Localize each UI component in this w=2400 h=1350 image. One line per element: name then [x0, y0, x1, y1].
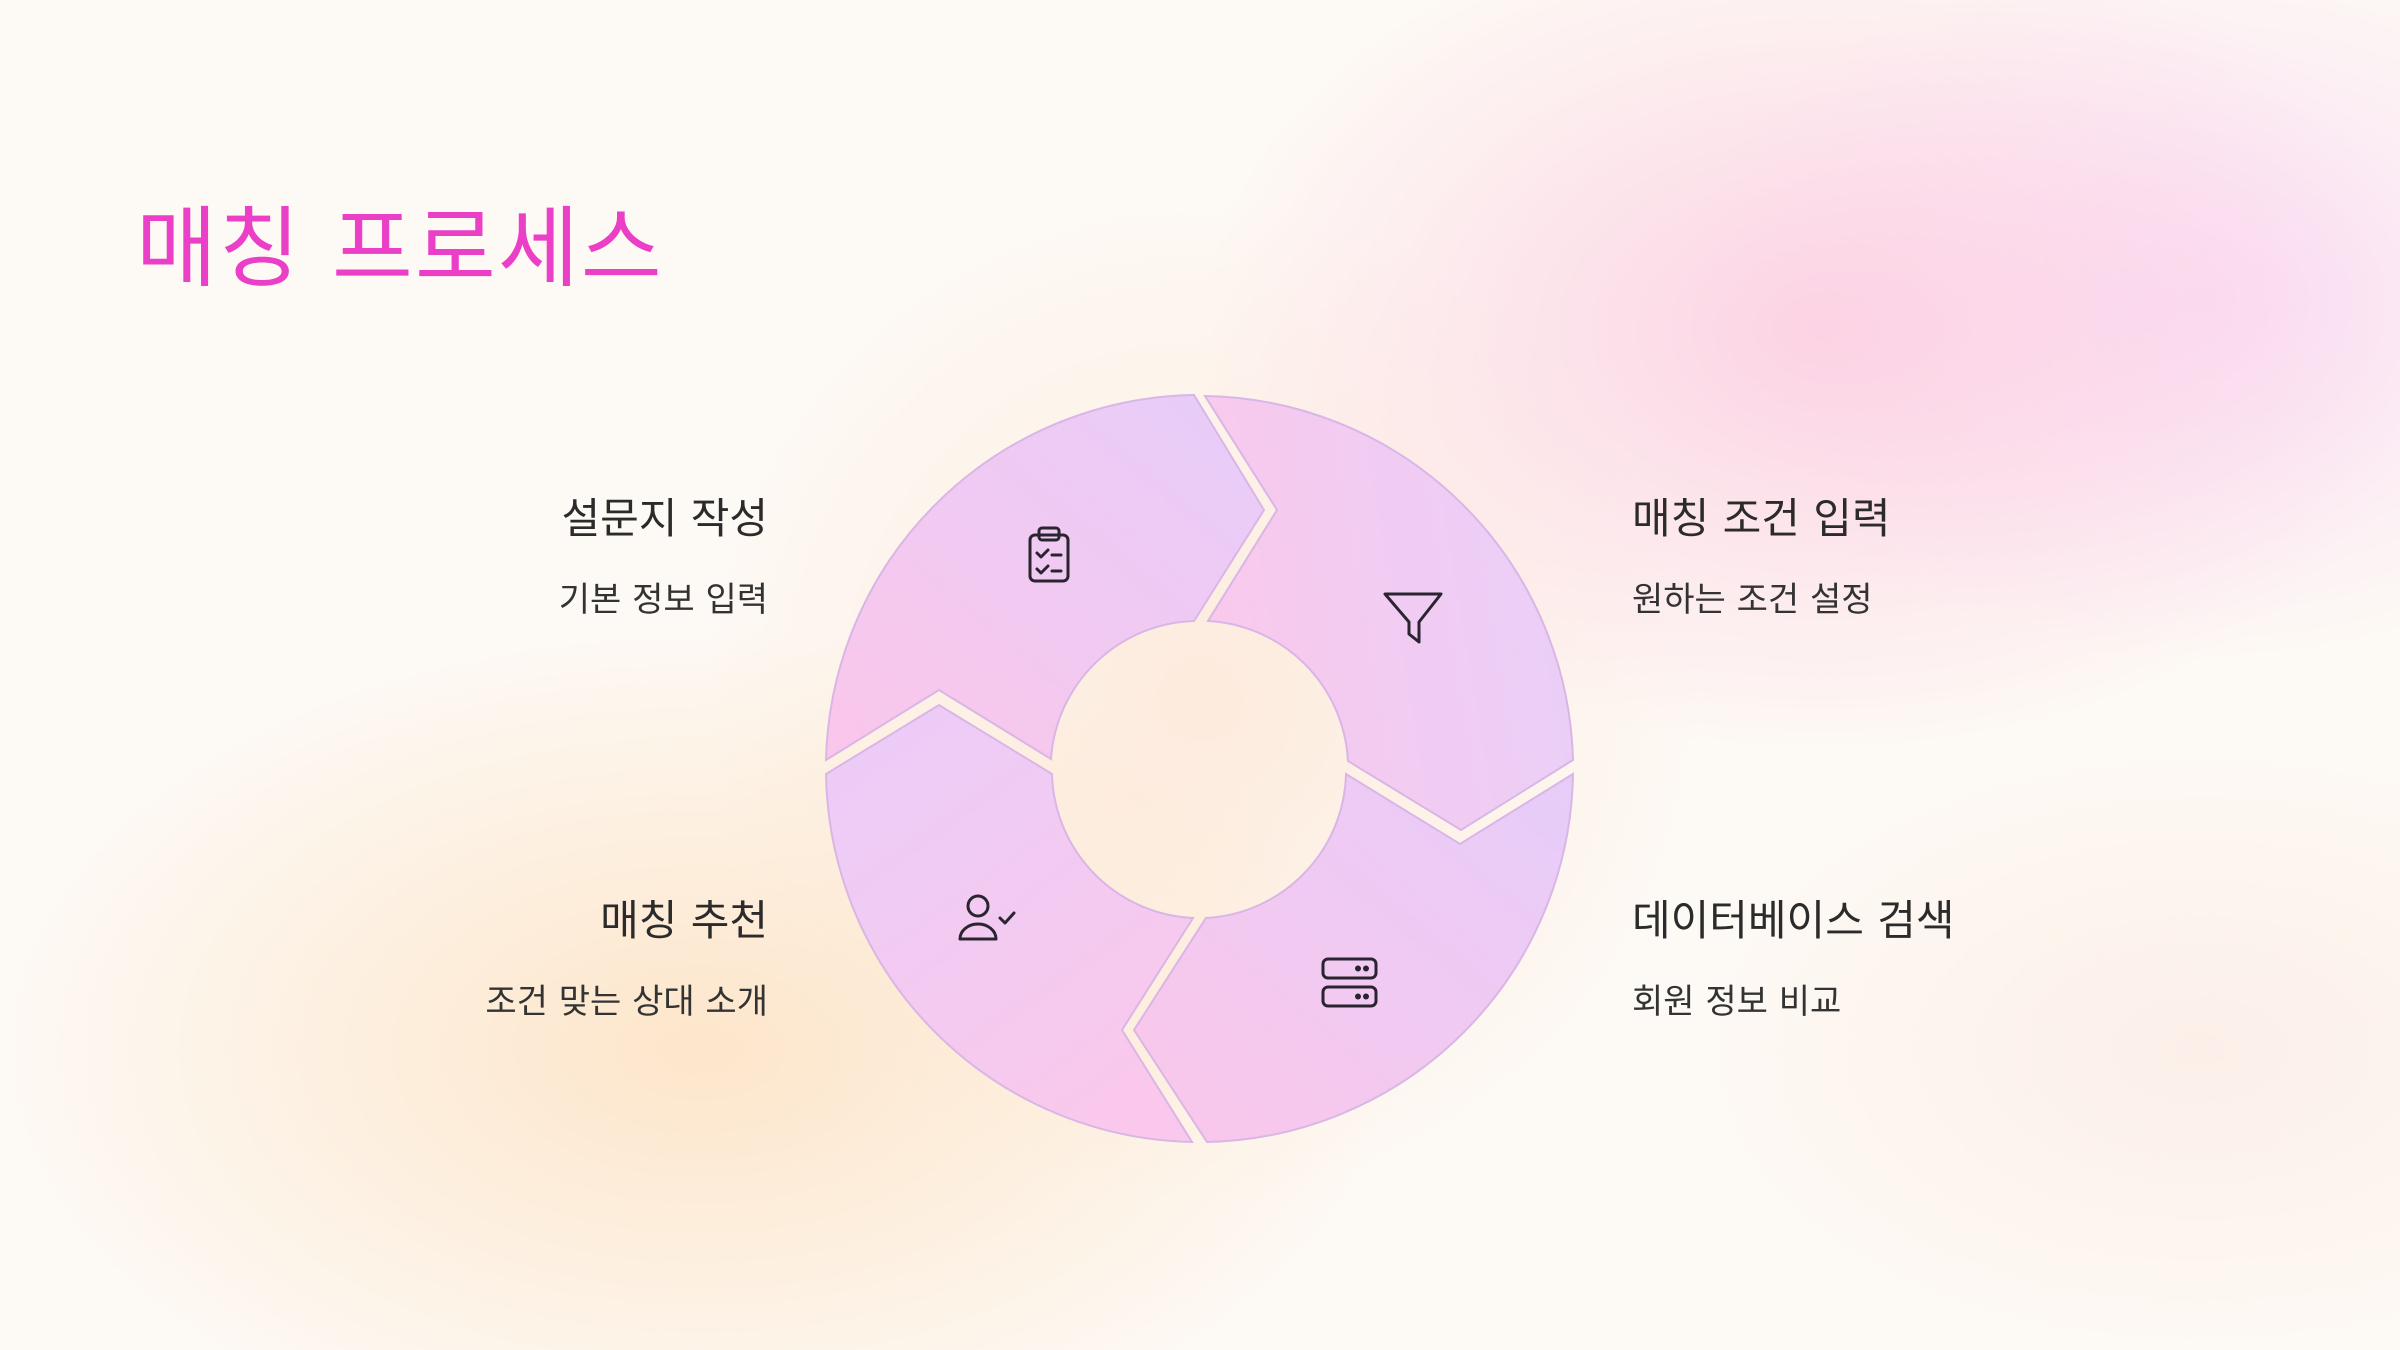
- step-description: 기본 정보 입력: [558, 580, 768, 621]
- step-heading: 데이터베이스 검색: [1632, 896, 1955, 945]
- step-recommendation: 매칭 추천 조건 맞는 상대 소개: [348, 896, 768, 1023]
- user-check-icon: [958, 894, 1016, 941]
- step-heading: 설문지 작성: [561, 494, 768, 543]
- clipboard-check-icon: [1028, 526, 1070, 583]
- server-database-icon: [1321, 957, 1378, 1008]
- step-description: 원하는 조건 설정: [1632, 580, 1873, 621]
- step-survey: 설문지 작성 기본 정보 입력: [348, 494, 768, 621]
- step-description: 조건 맞는 상대 소개: [485, 982, 768, 1023]
- step-heading: 매칭 조건 입력: [1632, 494, 1891, 543]
- step-description: 회원 정보 비교: [1632, 982, 1842, 1023]
- step-database: 데이터베이스 검색 회원 정보 비교: [1632, 896, 2052, 1023]
- cycle-segment-survey: [824, 393, 1266, 762]
- cycle-segment-conditions: [1203, 394, 1575, 832]
- cycle-segment-recommendation: [824, 703, 1195, 1144]
- step-conditions: 매칭 조건 입력 원하는 조건 설정: [1632, 494, 2052, 621]
- page-title: 매칭 프로세스: [136, 197, 664, 300]
- step-heading: 매칭 추천: [600, 896, 768, 945]
- filter-funnel-icon: [1383, 592, 1443, 644]
